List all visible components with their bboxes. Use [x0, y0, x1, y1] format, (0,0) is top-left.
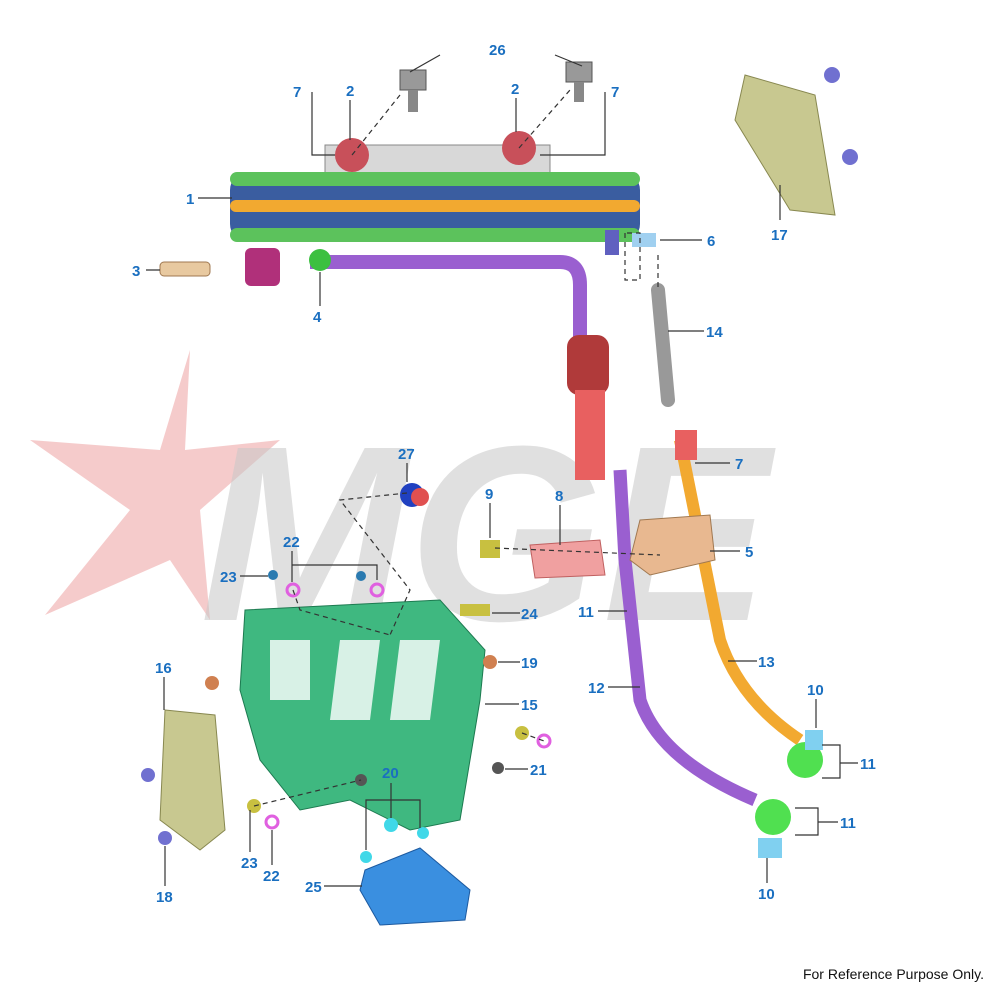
rivet-20 [384, 818, 398, 832]
callout-labels: 26 2 2 7 7 1 3 4 6 17 14 7 27 9 8 5 22 2… [132, 42, 876, 906]
callout: 9 [485, 486, 493, 503]
callout: 14 [706, 324, 723, 341]
bolt-9 [480, 540, 500, 558]
cooler-fitting [245, 248, 280, 286]
oil-cooler [230, 172, 640, 242]
callout: 1 [186, 191, 194, 208]
clamp-7 [675, 430, 697, 460]
ring-22 [285, 582, 301, 598]
bolt-icon [399, 69, 427, 112]
callout: 17 [771, 227, 788, 244]
callout: 13 [758, 654, 775, 671]
nut-19 [205, 676, 219, 690]
callout: 24 [521, 606, 538, 623]
callout: 27 [398, 446, 415, 463]
screw-icon [141, 768, 155, 782]
bolt-10 [805, 730, 823, 750]
callout: 5 [745, 544, 753, 561]
callout: 23 [220, 569, 237, 586]
callout: 3 [132, 263, 140, 280]
stud-24 [460, 604, 490, 616]
side-cover-17 [734, 74, 836, 216]
callout: 8 [555, 488, 563, 505]
rivet-20 [417, 827, 429, 839]
callout: 25 [305, 879, 322, 896]
callout: 18 [156, 889, 173, 906]
callout: 16 [155, 660, 172, 677]
callout: 20 [382, 765, 399, 782]
guard-25 [359, 847, 471, 926]
plate-8 [529, 539, 606, 579]
fitting-11 [755, 799, 791, 835]
bolt-10 [758, 838, 782, 858]
oil-hose-13 [674, 438, 804, 745]
callout: 23 [241, 855, 258, 872]
ring-22 [369, 582, 385, 598]
oil-hose-12 [613, 469, 758, 806]
clamp-4 [309, 249, 331, 271]
callout: 7 [293, 84, 301, 101]
callout: 6 [707, 233, 715, 250]
footer-disclaimer: For Reference Purpose Only. [802, 966, 984, 982]
ring-22 [264, 814, 280, 830]
hose-protector [575, 390, 605, 480]
side-cover-16 [159, 709, 226, 851]
bolt-icon [565, 61, 593, 102]
callout: 11 [578, 604, 594, 621]
callout: 11 [840, 815, 856, 832]
fitting-3 [159, 261, 211, 277]
ring-22 [536, 733, 552, 749]
hose-sleeve [567, 335, 609, 395]
callout: 7 [735, 456, 743, 473]
washer-6 [632, 233, 656, 247]
callout: 21 [530, 762, 547, 779]
callout: 15 [521, 697, 538, 714]
oil-hose [310, 255, 587, 340]
callout: 7 [611, 84, 619, 101]
callout: 10 [807, 682, 824, 699]
clip-23 [268, 570, 278, 580]
callout: 10 [758, 886, 775, 903]
screw-icon [158, 831, 172, 845]
screw-icon [842, 149, 858, 165]
screw-icon [824, 67, 840, 83]
callout: 26 [489, 42, 506, 59]
clip-23 [356, 571, 366, 581]
pipe-14 [651, 283, 675, 407]
nut-19 [483, 655, 497, 669]
fitting-11 [787, 742, 823, 778]
callout: 2 [511, 81, 519, 98]
nut-21 [492, 762, 504, 774]
callout: 2 [346, 83, 354, 100]
callout: 4 [313, 309, 322, 326]
rivet-20 [360, 851, 372, 863]
callout: 11 [860, 756, 876, 773]
callout: 22 [263, 868, 280, 885]
callout: 19 [521, 655, 538, 672]
leader-lines [146, 54, 858, 887]
callout: 22 [283, 534, 300, 551]
callout: 12 [588, 680, 605, 697]
